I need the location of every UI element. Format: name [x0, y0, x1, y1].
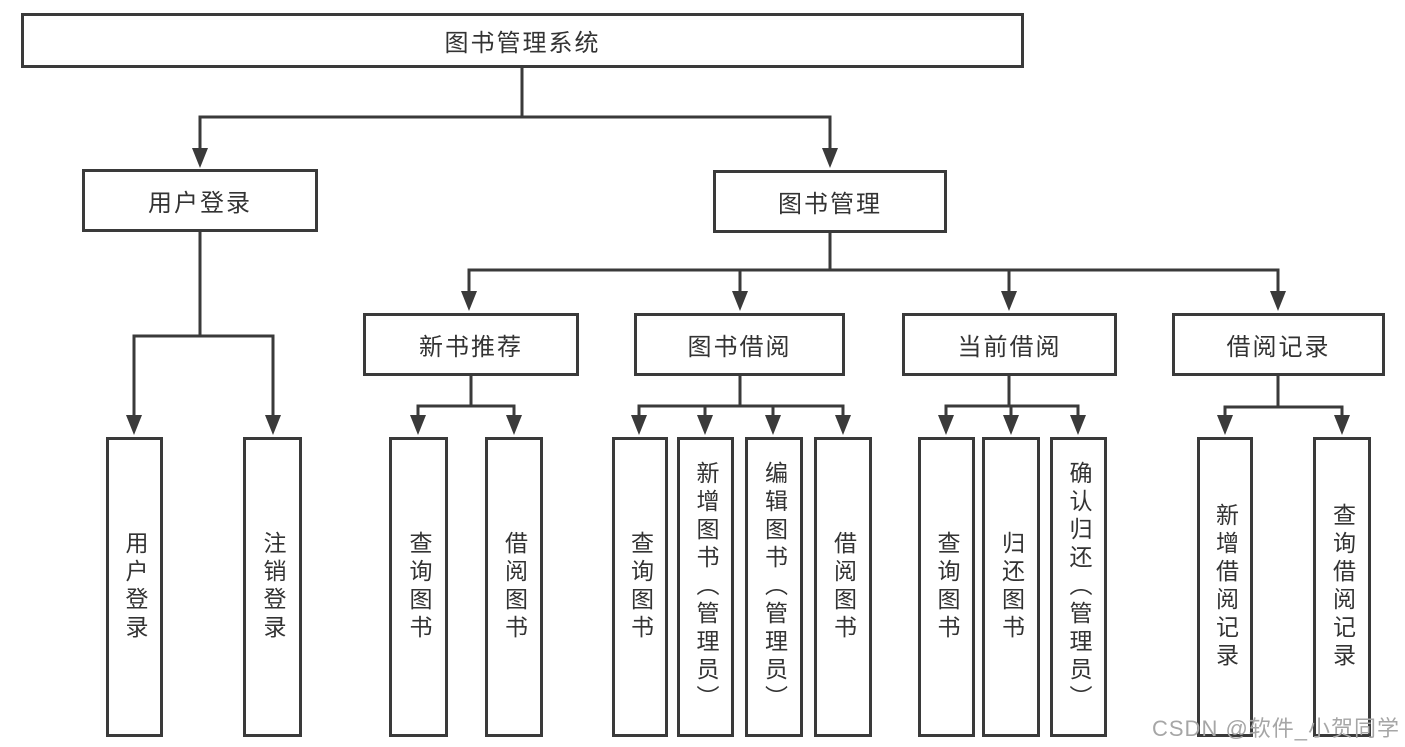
leaf-add-borrow-record-label: 新增借阅记录: [1212, 503, 1239, 671]
leaf-current-query-books: 查询图书: [918, 437, 975, 737]
node-book-management-label: 图书管理: [778, 191, 882, 218]
node-borrow-records-label: 借阅记录: [1226, 334, 1331, 361]
leaf-return-books: 归还图书: [982, 437, 1040, 737]
leaf-recommend-borrow-books: 借阅图书: [485, 437, 543, 737]
leaf-borrow-books-label: 借阅图书: [830, 531, 857, 643]
leaf-borrow-query-books-label: 查询图书: [627, 531, 654, 643]
node-user-login: 用户登录: [82, 169, 318, 232]
node-library-system: 图书管理系统: [21, 13, 1024, 68]
leaf-logout-label: 注销登录: [260, 531, 286, 643]
leaf-confirm-return-admin-label: 确认归还（管理员）: [1066, 461, 1092, 713]
node-book-management: 图书管理: [713, 170, 947, 233]
node-book-borrow: 图书借阅: [634, 313, 845, 376]
leaf-return-books-label: 归还图书: [998, 531, 1025, 643]
leaf-add-books-admin-label: 新增图书（管理员）: [693, 461, 719, 713]
leaf-confirm-return-admin: 确认归还（管理员）: [1050, 437, 1107, 737]
leaf-recommend-query-books-label: 查询图书: [406, 531, 432, 643]
watermark: CSDN @软件_小贺同学: [1152, 716, 1401, 741]
leaf-user-login: 用户登录: [106, 437, 163, 737]
node-current-borrow: 当前借阅: [902, 313, 1117, 376]
node-book-borrow-label: 图书借阅: [687, 334, 792, 361]
leaf-edit-books-admin-label: 编辑图书（管理员）: [761, 461, 788, 713]
leaf-query-borrow-record-label: 查询借阅记录: [1329, 503, 1356, 671]
leaf-borrow-query-books: 查询图书: [612, 437, 668, 737]
leaf-borrow-books: 借阅图书: [814, 437, 872, 737]
leaf-add-books-admin: 新增图书（管理员）: [677, 437, 734, 737]
node-new-book-recommend: 新书推荐: [363, 313, 579, 376]
leaf-recommend-borrow-books-label: 借阅图书: [501, 531, 528, 643]
node-user-login-label: 用户登录: [148, 190, 252, 217]
leaf-edit-books-admin: 编辑图书（管理员）: [745, 437, 803, 737]
node-borrow-records: 借阅记录: [1172, 313, 1385, 376]
node-current-borrow-label: 当前借阅: [957, 334, 1062, 361]
node-library-system-label: 图书管理系统: [444, 30, 601, 57]
leaf-user-login-label: 用户登录: [122, 531, 148, 643]
leaf-add-borrow-record: 新增借阅记录: [1197, 437, 1253, 737]
leaf-recommend-query-books: 查询图书: [389, 437, 448, 737]
leaf-logout: 注销登录: [243, 437, 302, 737]
leaf-query-borrow-record: 查询借阅记录: [1313, 437, 1371, 737]
leaf-current-query-books-label: 查询图书: [934, 531, 960, 643]
node-new-book-recommend-label: 新书推荐: [419, 334, 523, 361]
